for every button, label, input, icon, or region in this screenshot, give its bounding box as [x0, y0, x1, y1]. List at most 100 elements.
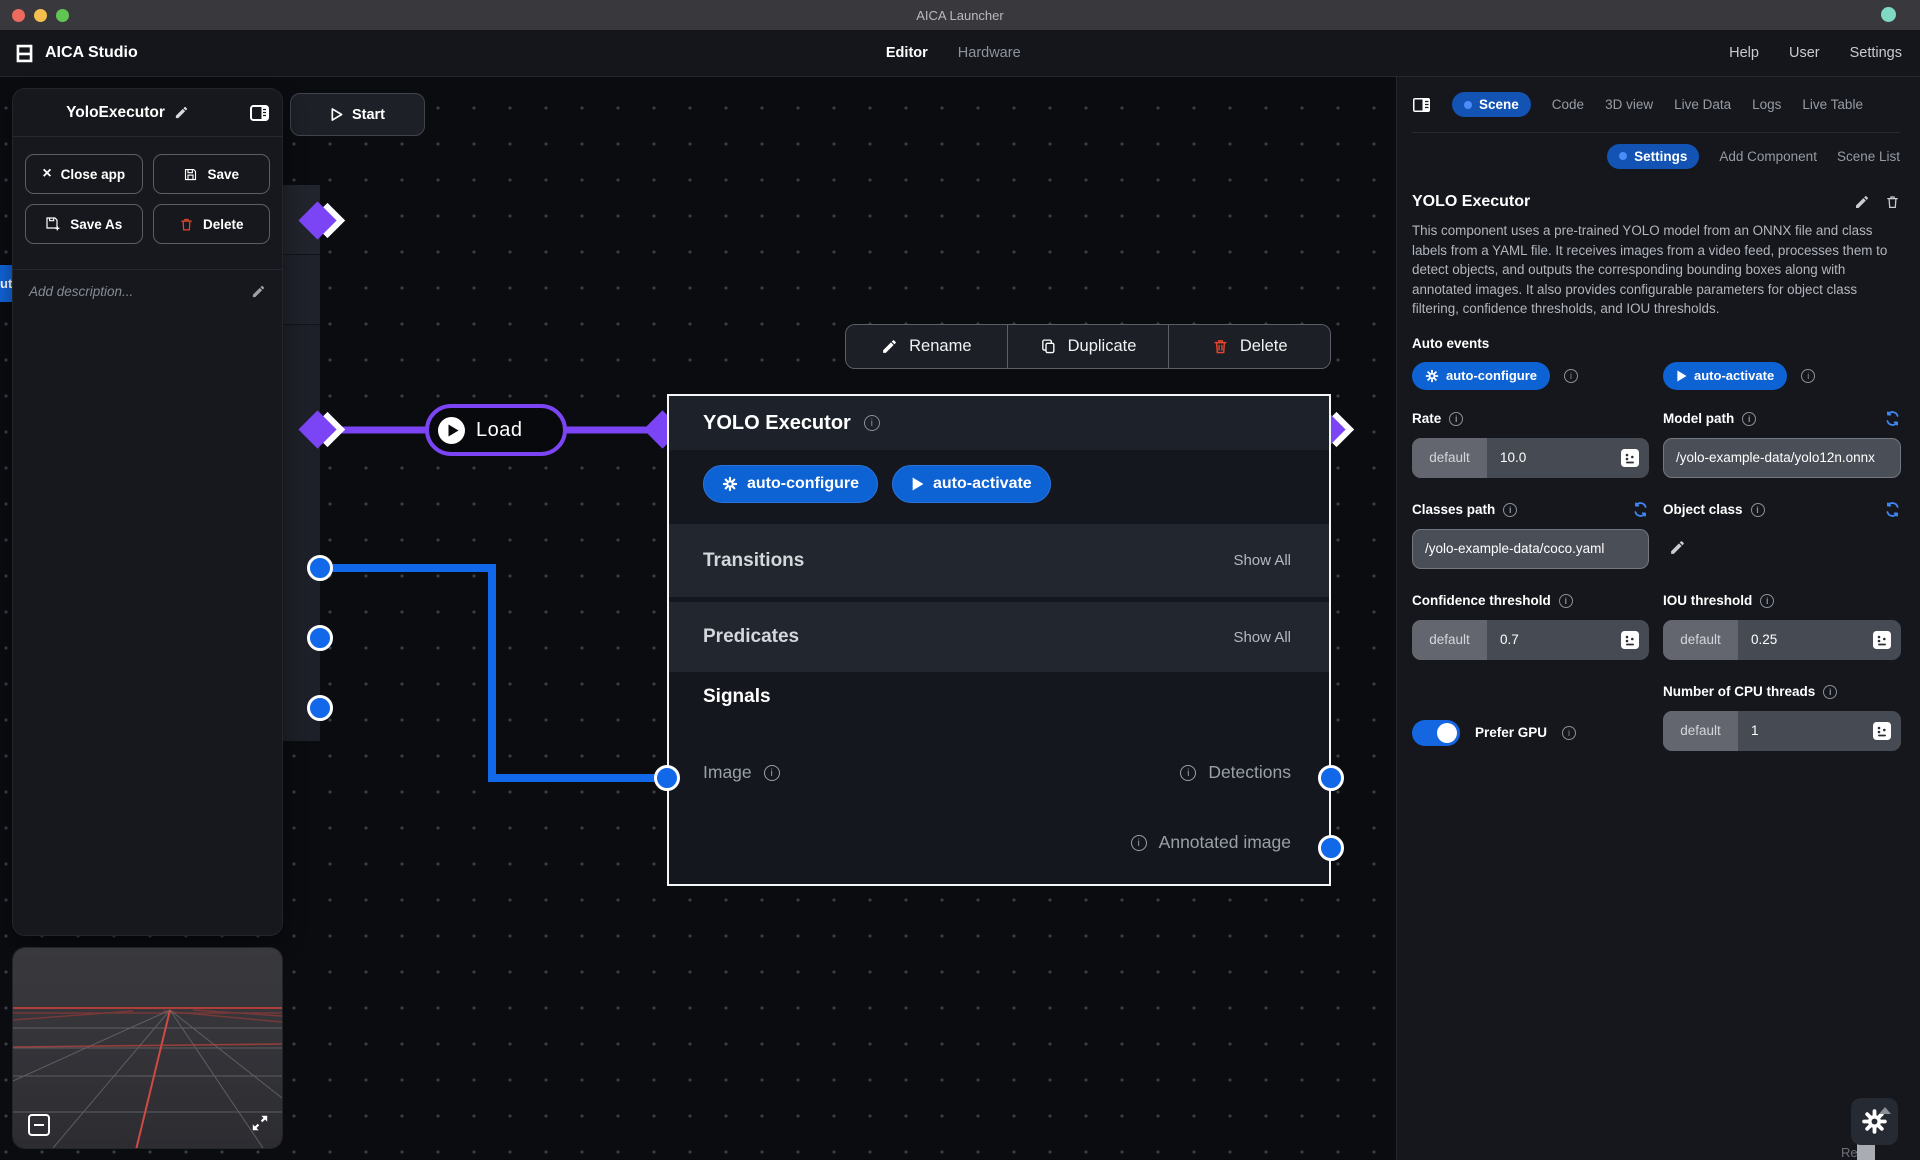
edit-object-class-icon[interactable] — [1669, 539, 1686, 556]
annotated-image-output-port[interactable] — [1318, 835, 1344, 861]
info-icon[interactable]: i — [1801, 368, 1816, 383]
close-app-button[interactable]: × Close app — [25, 154, 143, 194]
tab-scene[interactable]: Scene — [1452, 92, 1531, 117]
detections-output-port[interactable] — [1318, 765, 1344, 791]
annotated-image-signal[interactable]: i Annotated image — [1130, 832, 1291, 853]
collapse-preview-icon[interactable] — [28, 1114, 50, 1136]
predicates-show-all-link[interactable]: Show All — [1233, 628, 1291, 646]
sync-icon[interactable] — [1884, 501, 1901, 518]
component-title: YOLO Executor — [1412, 193, 1531, 210]
yolo-executor-node[interactable]: YOLO Executor i auto-configure auto-acti… — [654, 394, 1344, 886]
model-path-input[interactable]: /yolo-example-data/yolo12n.onnx — [1663, 437, 1901, 478]
numeric-keypad-icon[interactable] — [1873, 630, 1891, 649]
sync-icon[interactable] — [1632, 501, 1649, 518]
image-input-port[interactable] — [654, 765, 680, 791]
edit-description-icon[interactable] — [251, 284, 266, 299]
info-icon[interactable]: i — [763, 764, 780, 781]
detections-signal[interactable]: i Detections — [1180, 762, 1291, 783]
hidden-node-output-port[interactable] — [298, 201, 346, 240]
delete-menu-item[interactable]: Delete — [1169, 325, 1330, 368]
description-placeholder: Add description... — [29, 284, 134, 299]
collapse-panel-icon[interactable] — [250, 105, 269, 126]
hidden-node-signal-port-3[interactable] — [307, 695, 333, 721]
auto-configure-chip[interactable]: auto-configure — [1412, 361, 1550, 390]
auto-activate-chip[interactable]: auto-activate — [1663, 361, 1788, 390]
info-icon[interactable]: i — [1503, 502, 1518, 517]
image-signal-wire[interactable] — [320, 564, 667, 782]
edit-component-icon[interactable] — [1854, 194, 1870, 210]
settings-link[interactable]: Settings — [1849, 45, 1902, 61]
info-icon[interactable]: i — [1742, 411, 1757, 426]
prefer-gpu-toggle[interactable] — [1412, 719, 1460, 746]
subtab-settings[interactable]: Settings — [1607, 143, 1700, 169]
default-tag: default — [1412, 619, 1487, 660]
load-edge-pill[interactable]: Load — [425, 404, 567, 456]
start-button[interactable]: Start — [290, 93, 425, 136]
rate-input[interactable]: default 10.0 — [1412, 437, 1649, 478]
minimize-window-button[interactable] — [34, 8, 47, 22]
predicates-section[interactable]: Predicates Show All — [669, 602, 1329, 672]
tab-hardware[interactable]: Hardware — [957, 45, 1021, 61]
image-signal[interactable]: Image i — [703, 762, 780, 783]
panel-toggle-icon[interactable] — [1412, 97, 1431, 113]
zoom-window-button[interactable] — [56, 8, 69, 22]
subtab-scene-list[interactable]: Scene List — [1836, 148, 1900, 164]
hidden-node-signal-port-1[interactable] — [307, 555, 333, 581]
delete-component-icon[interactable] — [1885, 194, 1900, 210]
expand-preview-icon[interactable] — [251, 1114, 269, 1137]
help-link[interactable]: Help — [1729, 45, 1759, 61]
load-edge-source-port[interactable] — [298, 410, 346, 449]
confidence-threshold-input[interactable]: default 0.7 — [1412, 619, 1649, 660]
info-icon[interactable]: i — [1180, 764, 1197, 781]
auto-activate-button[interactable]: auto-activate — [892, 465, 1051, 503]
close-window-button[interactable] — [12, 8, 25, 22]
info-icon[interactable]: i — [863, 415, 880, 431]
default-tag: default — [1663, 710, 1738, 751]
iou-threshold-input[interactable]: default 0.25 — [1663, 619, 1901, 660]
tab-editor[interactable]: Editor — [885, 45, 928, 61]
sync-icon[interactable] — [1884, 410, 1901, 427]
auto-configure-button[interactable]: auto-configure — [703, 465, 878, 503]
info-icon[interactable]: i — [1130, 834, 1147, 851]
hidden-node-signal-port-2[interactable] — [307, 625, 333, 651]
info-icon[interactable]: i — [1562, 725, 1577, 740]
info-icon[interactable]: i — [1449, 411, 1464, 426]
save-button[interactable]: Save — [152, 154, 270, 194]
transitions-section[interactable]: Transitions Show All — [669, 524, 1329, 597]
save-as-icon — [46, 217, 60, 231]
settings-gear-button[interactable] — [1851, 1098, 1898, 1145]
user-link[interactable]: User — [1788, 45, 1820, 61]
tab-code[interactable]: Code — [1551, 97, 1585, 112]
transitions-show-all-link[interactable]: Show All — [1233, 552, 1291, 569]
info-icon[interactable]: i — [1750, 502, 1765, 517]
tab-live-data[interactable]: Live Data — [1674, 97, 1732, 112]
clipped-sidebar-item[interactable]: ut — [0, 265, 13, 302]
cpu-threads-input[interactable]: default 1 — [1663, 710, 1901, 751]
description-field[interactable]: Add description... — [13, 270, 282, 299]
edit-name-icon[interactable] — [174, 105, 189, 120]
info-icon[interactable]: i — [1558, 593, 1573, 608]
tab-3d-view[interactable]: 3D view — [1605, 97, 1654, 112]
rename-menu-item[interactable]: Rename — [846, 325, 1008, 368]
3d-preview-panel[interactable] — [13, 948, 282, 1148]
numeric-keypad-icon[interactable] — [1873, 721, 1891, 740]
numeric-keypad-icon[interactable] — [1621, 630, 1639, 649]
info-icon[interactable]: i — [1760, 593, 1775, 608]
delete-app-button[interactable]: Delete — [152, 204, 270, 244]
save-as-button[interactable]: Save As — [25, 204, 143, 244]
node-actions: auto-configure auto-activate — [669, 450, 1329, 518]
tab-logs[interactable]: Logs — [1752, 97, 1782, 112]
node-header[interactable]: YOLO Executor i — [669, 396, 1329, 450]
tab-live-table[interactable]: Live Table — [1802, 97, 1863, 112]
divider — [13, 269, 282, 270]
info-icon[interactable]: i — [1564, 368, 1578, 383]
scrollbar-thumb[interactable] — [1857, 1143, 1875, 1160]
numeric-keypad-icon[interactable] — [1621, 448, 1639, 467]
play-icon — [1677, 370, 1687, 382]
classes-path-input[interactable]: /yolo-example-data/coco.yaml — [1412, 528, 1649, 569]
info-icon[interactable]: i — [1823, 684, 1838, 699]
duplicate-menu-item[interactable]: Duplicate — [1007, 325, 1170, 368]
partially-hidden-node[interactable] — [282, 185, 320, 741]
subtab-add-component[interactable]: Add Component — [1719, 148, 1817, 164]
